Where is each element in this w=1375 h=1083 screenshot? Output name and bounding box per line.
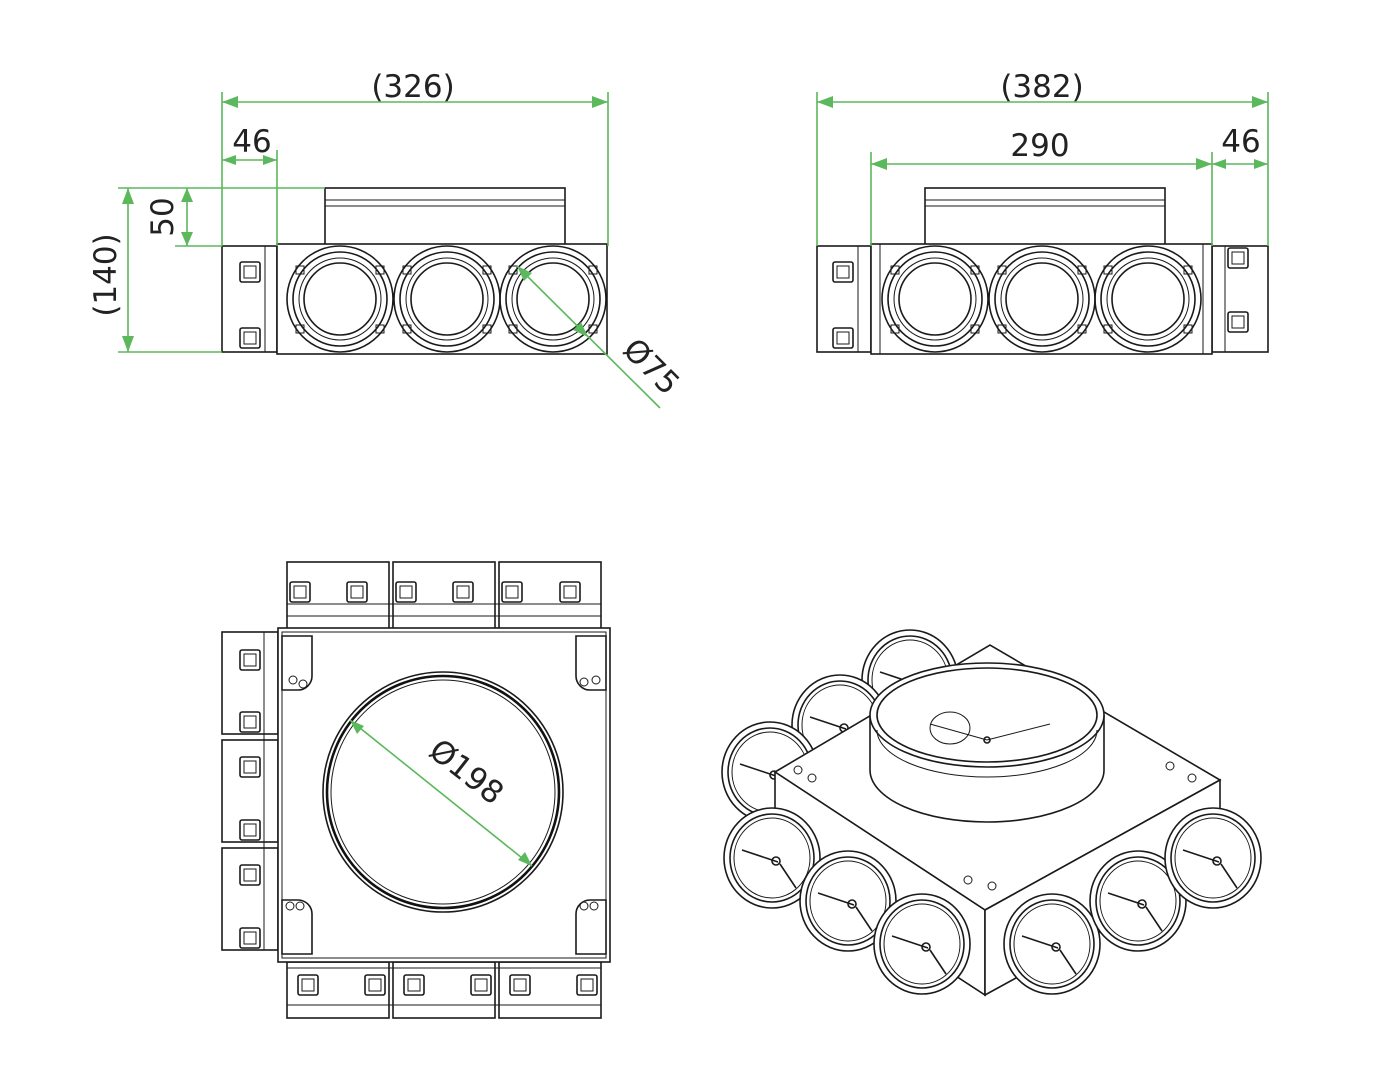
side-right-spigot xyxy=(1211,245,1269,353)
dim-front-port-diameter: Ø75 xyxy=(616,332,687,403)
iso-main-collar xyxy=(869,662,1105,823)
isometric-view xyxy=(721,629,1262,997)
front-view xyxy=(221,187,608,355)
dim-front-spigot-length: 46 xyxy=(232,124,271,160)
iso-port-front-left-3 xyxy=(873,893,971,995)
iso-port-front-right-1 xyxy=(1003,893,1101,995)
dim-side-overall-width: (382) xyxy=(1000,69,1083,105)
side-view xyxy=(816,187,1269,355)
front-dimensions: (326) 46 50 (140) Ø75 xyxy=(88,69,687,409)
dim-front-collar-height: 50 xyxy=(145,197,181,236)
dim-side-body-width: 290 xyxy=(1010,128,1069,164)
iso-port-front-right-3 xyxy=(1164,807,1262,909)
top-view xyxy=(221,561,611,1019)
dim-side-spigot-length: 46 xyxy=(1221,124,1260,160)
corner-brackets xyxy=(281,635,607,955)
dim-front-overall-height: (140) xyxy=(88,233,124,316)
dim-front-overall-width: (326) xyxy=(371,69,454,105)
top-main-collar xyxy=(322,671,564,913)
top-spigots-top-row xyxy=(286,561,602,631)
top-spigots-bottom-row xyxy=(286,961,602,1019)
side-left-spigot xyxy=(816,245,872,353)
front-top-collar xyxy=(324,187,566,247)
front-left-spigot xyxy=(221,245,278,353)
side-top-collar xyxy=(924,187,1166,247)
top-spigots-left-column xyxy=(221,631,279,951)
side-dimensions: (382) 290 46 xyxy=(816,69,1269,246)
